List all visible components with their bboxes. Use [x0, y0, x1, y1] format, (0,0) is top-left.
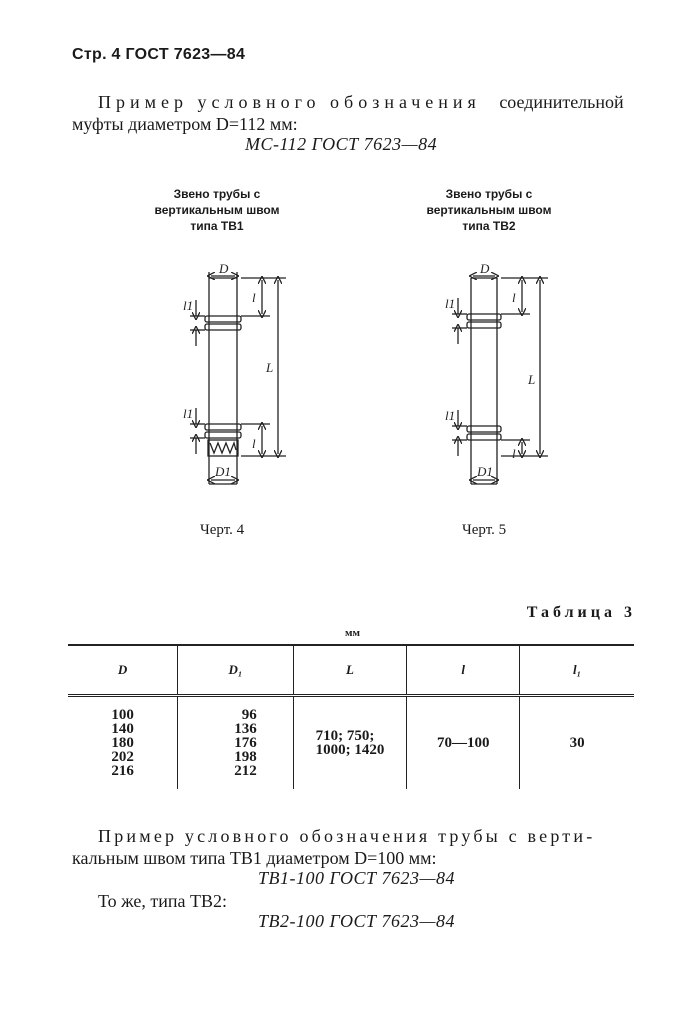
cell-l1: 30	[519, 695, 634, 789]
value-d1: 176	[234, 735, 257, 751]
col-header-l: l	[406, 644, 520, 697]
standard-number: ГОСТ 7623—84	[125, 46, 246, 63]
dim-l1-label: l1	[445, 408, 455, 423]
example2-line2: кальным швом типа ТВ1 диаметром D=100 мм…	[72, 848, 437, 868]
figure2-label: Черт. 5	[462, 522, 507, 538]
dim-l-label: l	[512, 290, 516, 305]
pipe-tv1-drawing	[190, 272, 286, 485]
pipe-drawings: D D1 L l l l1 l1	[183, 261, 548, 485]
figure1-caption-line: Звено трубы с	[173, 187, 261, 201]
dim-d-label: D	[479, 261, 490, 276]
cell-d1: 96 136 176 198 212	[177, 695, 294, 789]
value-d1: 212	[234, 763, 257, 779]
value-d: 140	[111, 721, 134, 737]
figure2-caption-line: типа ТВ2	[462, 219, 516, 233]
pipe-tv2-drawing	[452, 276, 548, 485]
value-d: 180	[111, 735, 134, 751]
example2-line1: Пример условного обозначения трубы с вер…	[98, 826, 595, 847]
dim-big-l-label: L	[265, 360, 273, 375]
cell-d: 100 140 180 202 216	[68, 696, 178, 790]
figure1-caption-line: типа ТВ1	[190, 219, 244, 233]
figure1-label: Черт. 4	[200, 522, 245, 538]
dim-l-label: l	[252, 290, 256, 305]
figure2-caption: Звено трубы с вертикальным швом типа ТВ2	[389, 186, 589, 234]
example2-lead: Пример условного обозначения трубы с вер…	[98, 826, 596, 846]
figure1-caption: Звено трубы с вертикальным швом типа ТВ1	[117, 186, 317, 234]
example1-designation: МС-112 ГОСТ 7623—84	[245, 134, 438, 154]
table-unit: мм	[345, 627, 360, 639]
table-row: 100 140 180 202 216 96 136 176 198 212	[68, 695, 634, 790]
example1-lead: Пример условного обозначения	[98, 92, 481, 112]
example1-word: соединительной	[499, 92, 624, 112]
figure1-caption-line: вертикальным швом	[154, 203, 280, 217]
example2-designation: ТВ1-100 ГОСТ 7623—84	[258, 868, 456, 888]
value-big-l: 1000; 1420	[315, 742, 385, 758]
dim-d1-label: D1	[214, 464, 231, 479]
dim-l1-label: l1	[183, 406, 193, 421]
col-header-l1: l₁	[519, 644, 634, 697]
value-d1: 96	[241, 707, 257, 723]
col-header-d1: D₁	[177, 644, 294, 697]
example3-designation: ТВ2-100 ГОСТ 7623—84	[258, 911, 456, 931]
figure2-caption-line: вертикальным швом	[426, 203, 552, 217]
page-header: Стр. 4 ГОСТ 7623—84	[72, 46, 245, 64]
example1-line1: Пример условного обозначения соединитель…	[98, 92, 624, 113]
value-big-l: 710; 750;	[315, 728, 375, 744]
col-header-big-l: L	[292, 644, 407, 697]
value-d1: 198	[234, 749, 257, 765]
value-d1: 136	[234, 721, 257, 737]
example3-text: То же, типа ТВ2:	[98, 891, 227, 911]
value-d: 216	[111, 763, 134, 779]
example1-line2: муфты диаметром D=112 мм:	[72, 114, 298, 134]
table-title: Таблица 3	[526, 604, 636, 621]
dim-l-label: l	[252, 436, 256, 451]
value-d: 100	[111, 707, 134, 723]
value-d: 202	[111, 749, 134, 765]
dim-l1-label: l1	[183, 298, 193, 313]
cell-l: 70—100	[406, 695, 520, 789]
dim-l-label: l	[512, 446, 516, 461]
col-header-d: D	[68, 644, 178, 697]
dim-d1-label: D1	[476, 464, 493, 479]
cell-big-l: 710; 750; 1000; 1420	[292, 695, 407, 789]
page-number: Стр. 4	[72, 46, 121, 63]
dim-l1-label: l1	[445, 296, 455, 311]
table-header-row: D D₁ L l l₁	[68, 644, 634, 697]
dimensions-table: D D₁ L l l₁ 100 140 180 202 216 96 136	[68, 644, 634, 789]
dim-d-label: D	[218, 261, 229, 276]
dim-big-l-label: L	[527, 372, 535, 387]
figure2-caption-line: Звено трубы с	[445, 187, 533, 201]
